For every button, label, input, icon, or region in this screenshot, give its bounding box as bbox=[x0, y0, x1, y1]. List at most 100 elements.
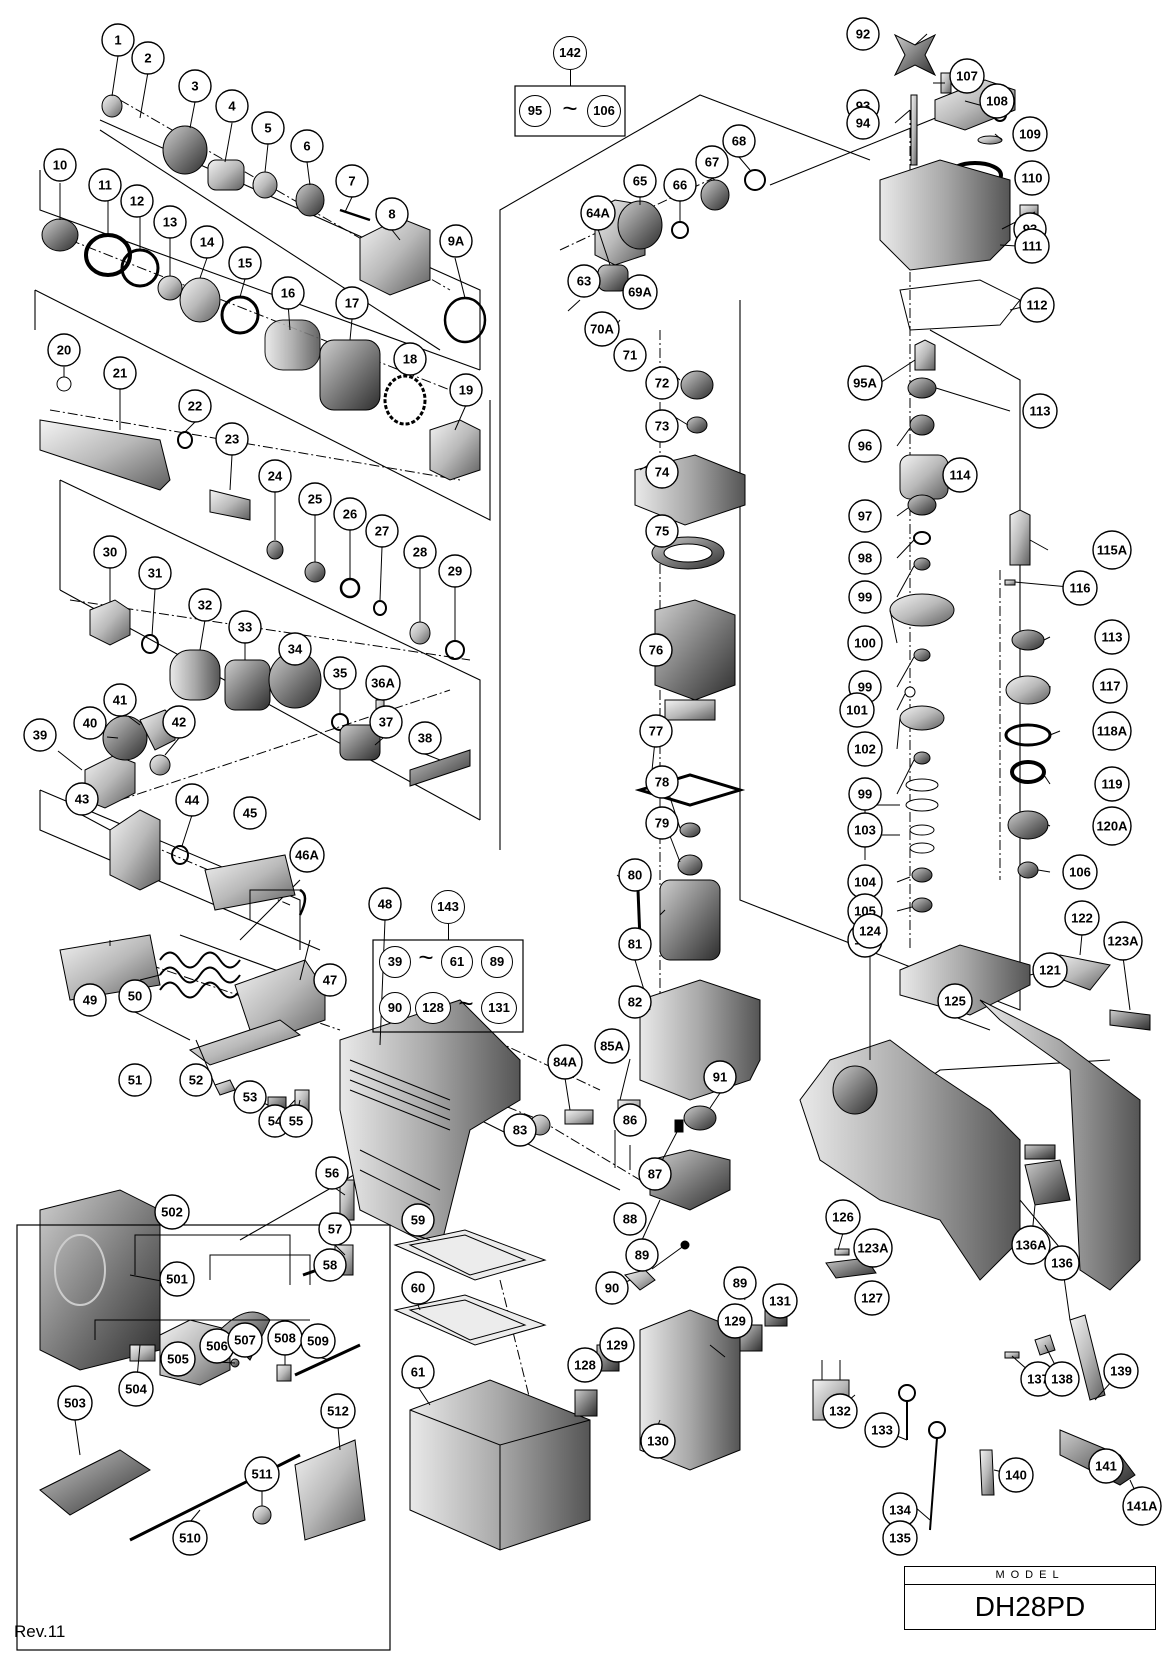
part-number: 23 bbox=[225, 432, 239, 447]
part-balloon-circle bbox=[43, 148, 77, 182]
part-balloon: 501 bbox=[159, 1261, 195, 1297]
part-number: 126 bbox=[832, 1210, 854, 1225]
part-balloon: 58 bbox=[313, 1248, 347, 1282]
part-balloon: 124 bbox=[852, 913, 888, 949]
part-balloon-circle bbox=[1022, 393, 1058, 429]
part-balloon-circle bbox=[175, 783, 209, 817]
part-number: 40 bbox=[83, 716, 97, 731]
part-number: 504 bbox=[125, 1382, 147, 1397]
part-balloon: 119 bbox=[1094, 766, 1130, 802]
part-balloon-circle bbox=[1062, 570, 1098, 606]
part-balloon-circle bbox=[645, 366, 679, 400]
part-balloon: 16 bbox=[271, 276, 305, 310]
part-number: 137 bbox=[1027, 1372, 1049, 1387]
part-balloon-circle bbox=[178, 389, 212, 423]
part-number: 135 bbox=[889, 1531, 911, 1546]
part-shapes bbox=[39, 33, 1151, 1551]
part-number: 2 bbox=[144, 51, 151, 66]
part-balloon: 102 bbox=[847, 731, 883, 767]
part-balloon-circle bbox=[847, 365, 883, 401]
part-number: 27 bbox=[375, 524, 389, 539]
part-number: 127 bbox=[861, 1291, 883, 1306]
part-number: 116 bbox=[1070, 581, 1091, 596]
part-balloon-circle bbox=[313, 963, 347, 997]
part-balloon: 36A bbox=[365, 665, 401, 701]
part-balloon-circle bbox=[645, 806, 679, 840]
part-balloon-circle bbox=[942, 457, 978, 493]
part-balloon-circle bbox=[822, 1393, 858, 1429]
part-balloon-circle bbox=[153, 205, 187, 239]
part-number: 66 bbox=[673, 178, 687, 193]
part-balloon: 9A bbox=[439, 224, 473, 258]
part-number: 87 bbox=[648, 1167, 662, 1182]
part-balloon: 45 bbox=[233, 796, 267, 830]
part-balloon-circle bbox=[567, 1347, 603, 1383]
part-balloon: 508 bbox=[267, 1320, 303, 1356]
part-balloon-circle bbox=[244, 1456, 280, 1492]
part-balloon: 29 bbox=[438, 554, 472, 588]
part-balloon-circle bbox=[825, 1199, 861, 1235]
part-balloon: 26 bbox=[333, 497, 367, 531]
part-balloon: 71 bbox=[613, 338, 647, 372]
group-143-row2-end: 131 bbox=[481, 992, 517, 1024]
part-balloon-circle bbox=[645, 455, 679, 489]
part-number: 114 bbox=[950, 468, 972, 483]
part-balloon: 88 bbox=[613, 1202, 647, 1236]
part-balloon-circle bbox=[639, 714, 673, 748]
part-number: 510 bbox=[179, 1531, 201, 1546]
part-balloon: 138 bbox=[1044, 1361, 1080, 1397]
part-balloon: 23 bbox=[215, 422, 249, 456]
part-number: 130 bbox=[647, 1434, 669, 1449]
part-number: 36A bbox=[371, 676, 395, 691]
part-number: 60 bbox=[411, 1281, 425, 1296]
part-number: 44 bbox=[185, 793, 200, 808]
part-balloon: 22 bbox=[178, 389, 212, 423]
part-balloon-circle bbox=[57, 1385, 93, 1421]
part-balloon: 76 bbox=[639, 633, 673, 667]
part-balloon-circle bbox=[318, 1212, 352, 1246]
part-number: 77 bbox=[649, 724, 663, 739]
part-balloon: 109 bbox=[1012, 116, 1048, 152]
part-balloon: 106 bbox=[1062, 854, 1098, 890]
part-balloon-circle bbox=[723, 1266, 757, 1300]
part-balloon-circle bbox=[449, 373, 483, 407]
part-balloon-circle bbox=[160, 1341, 196, 1377]
part-balloon-circle bbox=[848, 429, 882, 463]
part-balloon-circle bbox=[365, 665, 401, 701]
part-number: 118A bbox=[1097, 724, 1128, 739]
group-143-label: 143 bbox=[431, 890, 465, 924]
part-number: 121 bbox=[1039, 963, 1061, 978]
part-balloon-circle bbox=[645, 409, 679, 443]
part-number: 10 bbox=[53, 158, 67, 173]
part-balloon-circle bbox=[154, 1194, 190, 1230]
part-balloon: 504 bbox=[118, 1371, 154, 1407]
part-balloon-circle bbox=[639, 633, 673, 667]
part-number: 89 bbox=[635, 1248, 649, 1263]
part-balloon-circle bbox=[401, 1203, 435, 1237]
part-balloon: 55 bbox=[279, 1104, 313, 1138]
part-balloon: 131 bbox=[762, 1283, 798, 1319]
part-balloon: 24 bbox=[258, 459, 292, 493]
part-balloon-circle bbox=[228, 246, 262, 280]
part-balloon: 505 bbox=[160, 1341, 196, 1377]
part-balloon: 89 bbox=[625, 1238, 659, 1272]
part-balloon-circle bbox=[722, 124, 756, 158]
part-balloon-circle bbox=[335, 286, 369, 320]
part-number: 9A bbox=[448, 234, 465, 249]
part-balloon: 125 bbox=[937, 983, 973, 1019]
part-balloon-circle bbox=[1092, 806, 1132, 846]
part-balloon-circle bbox=[1092, 530, 1132, 570]
part-number: 17 bbox=[345, 296, 359, 311]
part-balloon: 30 bbox=[93, 535, 127, 569]
part-balloon-circle bbox=[159, 1261, 195, 1297]
part-balloon-circle bbox=[365, 514, 399, 548]
part-number: 108 bbox=[986, 94, 1008, 109]
part-balloon-circle bbox=[1094, 766, 1130, 802]
part-number: 128 bbox=[574, 1358, 596, 1373]
part-balloon-circle bbox=[120, 184, 154, 218]
part-balloon-circle bbox=[227, 1322, 263, 1358]
part-balloon: 70A bbox=[584, 311, 620, 347]
part-number: 106 bbox=[1069, 865, 1091, 880]
part-balloon: 52 bbox=[179, 1063, 213, 1097]
part-balloon-circle bbox=[854, 1280, 890, 1316]
